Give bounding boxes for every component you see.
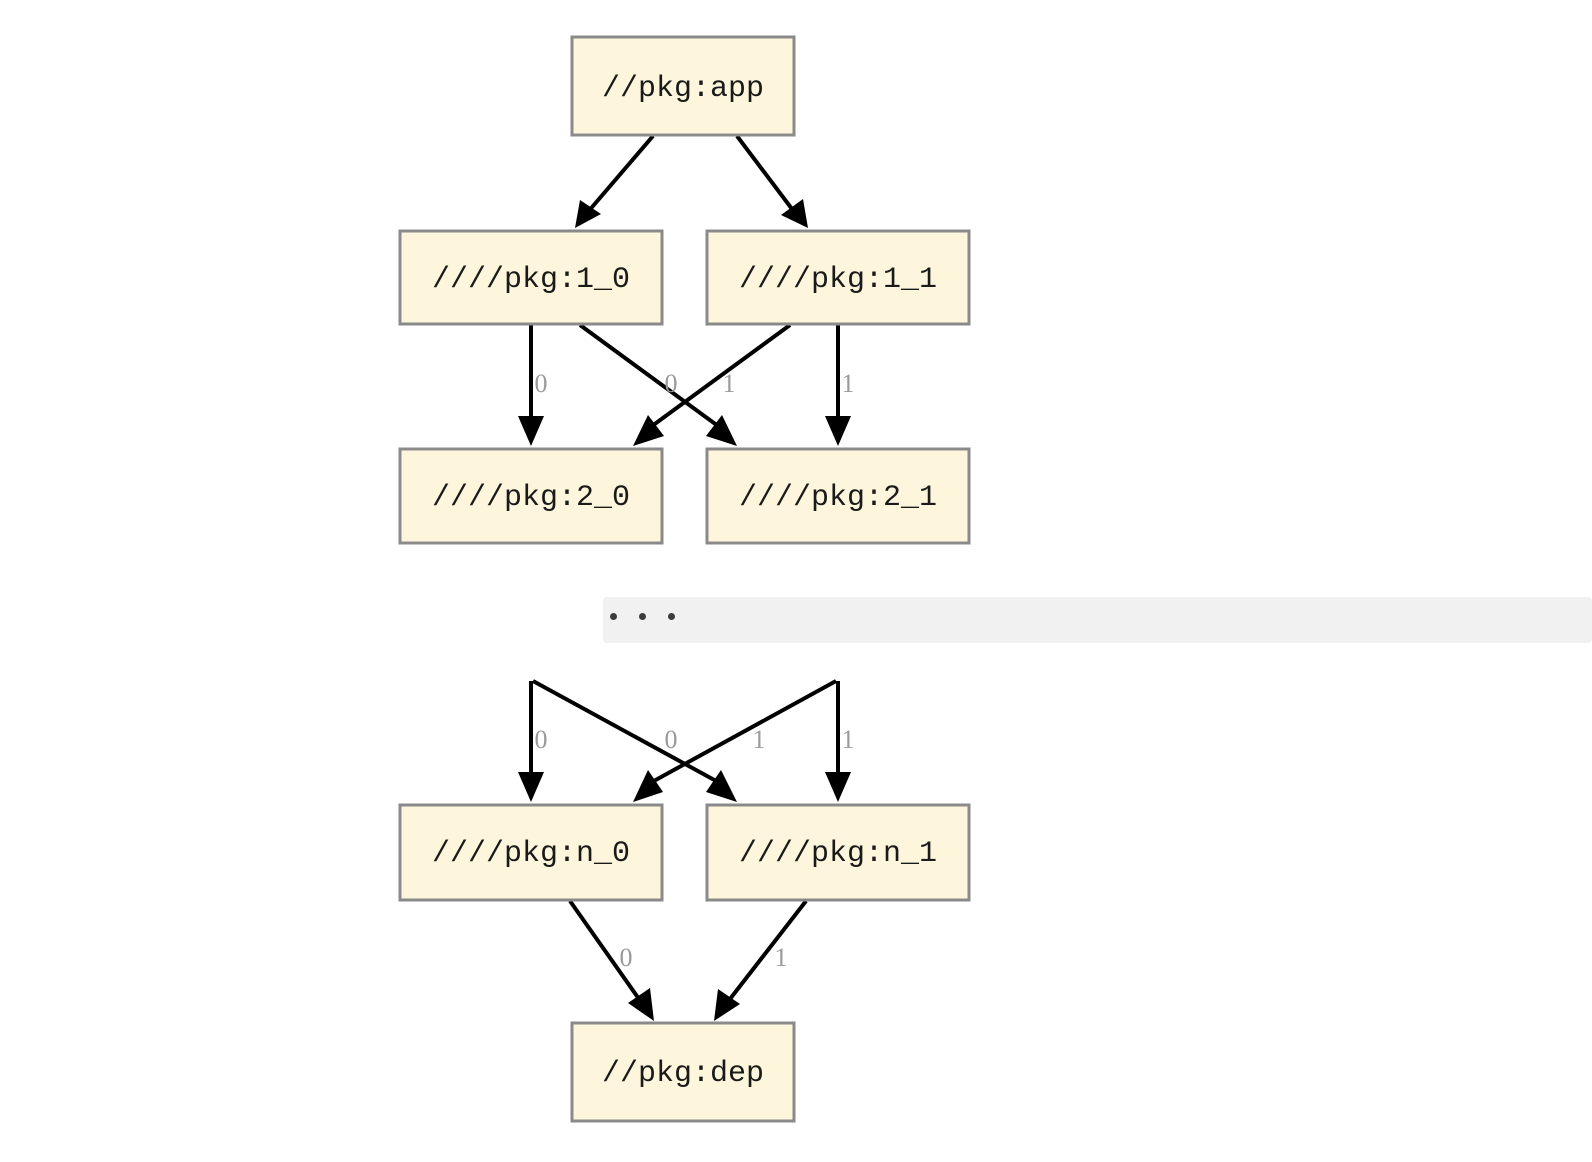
edge-dangling-left-to-n_1: 0 xyxy=(532,679,737,802)
edge-dangling-right-to-n_1: 1 xyxy=(825,681,855,802)
edge-label: 1 xyxy=(842,369,855,398)
edge-label: 0 xyxy=(665,369,678,398)
node-n_1[interactable]: ////pkg:n_1 xyxy=(705,803,971,902)
edge-label: 0 xyxy=(535,725,548,754)
node-n_0[interactable]: ////pkg:n_0 xyxy=(398,803,664,902)
node-label: //pkg:app xyxy=(602,72,764,106)
edge-label: 0 xyxy=(535,369,548,398)
node-2_0[interactable]: ////pkg:2_0 xyxy=(398,447,664,545)
edge-1_1-to-2_1: 1 xyxy=(825,325,855,446)
edge-n_0-to-dep: 0 xyxy=(568,899,654,1021)
edge-label: 1 xyxy=(775,943,788,972)
node-label: ////pkg:2_1 xyxy=(739,481,937,515)
node-label: ////pkg:2_0 xyxy=(432,481,630,515)
edge-app-to-1_1 xyxy=(735,134,808,228)
ellipsis-dot xyxy=(639,613,646,620)
ellipsis-dot xyxy=(668,613,675,620)
node-1_0[interactable]: ////pkg:1_0 xyxy=(398,229,664,326)
edge-label: 1 xyxy=(842,725,855,754)
node-dep[interactable]: //pkg:dep xyxy=(570,1021,796,1123)
edge-dangling-right-to-n_0: 1 xyxy=(633,679,837,802)
node-label: ////pkg:1_1 xyxy=(739,263,937,297)
edge-label: 1 xyxy=(753,725,766,754)
edge-1_0-to-2_0: 0 xyxy=(518,325,548,446)
edge-label: 0 xyxy=(620,943,633,972)
node-1_1[interactable]: ////pkg:1_1 xyxy=(705,229,971,326)
node-label: ////pkg:n_0 xyxy=(432,837,630,871)
node-app[interactable]: //pkg:app xyxy=(570,35,796,137)
edge-n_1-to-dep: 1 xyxy=(714,899,808,1021)
node-label: ////pkg:n_1 xyxy=(739,837,937,871)
edge-1_1-to-2_0: 1 xyxy=(633,323,792,446)
node-2_1[interactable]: ////pkg:2_1 xyxy=(705,447,971,545)
edge-label: 1 xyxy=(723,369,736,398)
edge-1_0-to-2_1: 0 xyxy=(578,323,737,446)
edge-dangling-left-to-n_0: 0 xyxy=(518,681,548,802)
edge-app-to-1_0 xyxy=(575,134,655,228)
ellipsis-dot xyxy=(610,613,617,620)
ellipsis-band xyxy=(603,597,1592,643)
node-label: ////pkg:1_0 xyxy=(432,263,630,297)
node-label: //pkg:dep xyxy=(602,1057,764,1091)
ellipsis-dots xyxy=(610,613,675,620)
edge-label: 0 xyxy=(665,725,678,754)
